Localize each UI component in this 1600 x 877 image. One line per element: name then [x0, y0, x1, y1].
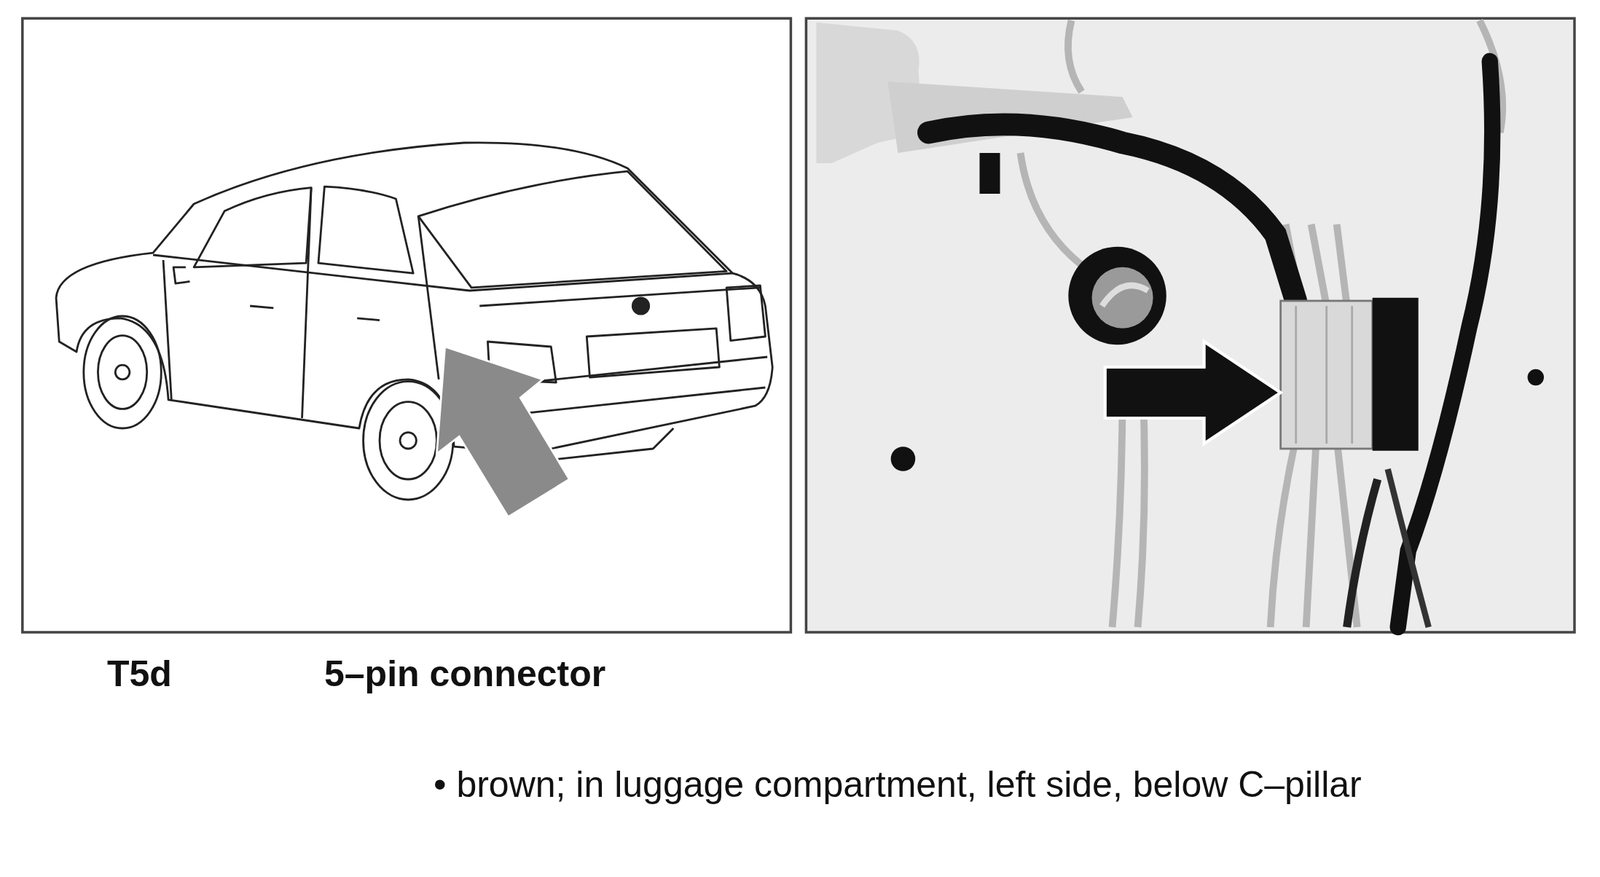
photo-frame	[805, 18, 1575, 633]
panel-frame	[22, 18, 792, 633]
car-drawing	[56, 142, 773, 500]
location-note: • brown; in luggage compartment, left si…	[433, 759, 1437, 811]
connector-code: T5d	[107, 648, 172, 700]
pointer-arrow	[1105, 341, 1281, 444]
photo	[816, 20, 1544, 628]
connector-name: 5–pin connector	[324, 648, 606, 700]
pointer-arrow	[436, 346, 570, 518]
